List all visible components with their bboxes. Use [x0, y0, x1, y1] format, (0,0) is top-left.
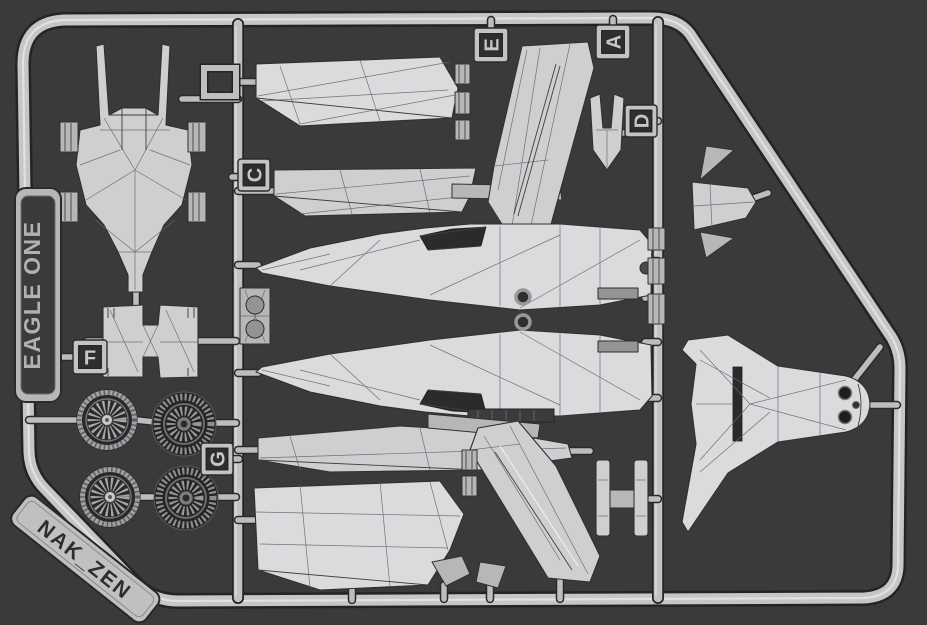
part-wing-panel-second [273, 167, 477, 217]
sprue-frame [15, 10, 908, 609]
part-wire-wheel-1 [76, 389, 138, 451]
tag-g-letter: G [208, 451, 230, 467]
part-hook-rings [514, 288, 532, 331]
part-wing-panel-bottom [253, 480, 465, 591]
tag-c-letter: C [245, 168, 267, 182]
part-twin-prong [589, 93, 625, 171]
fin-lower-stubs [461, 449, 478, 497]
fuselage-lower-detail [261, 331, 641, 423]
tag-e: E [473, 27, 509, 63]
part-fuselage-lower [255, 329, 653, 423]
fighter-side-stubs [59, 121, 207, 223]
part-radial-wheel-1 [151, 391, 217, 457]
part-wing-panel-upper [255, 56, 459, 127]
h-bracket-facets [103, 308, 198, 376]
tag-a: A [595, 24, 631, 60]
tag-d: D [624, 104, 658, 138]
part-nose-cone [691, 145, 757, 259]
part-shuttle-body [681, 334, 871, 533]
tag-c: C [237, 158, 271, 192]
part-tail-fin-lower [427, 413, 601, 583]
part-square-ring [199, 63, 241, 101]
tag-e-letter: E [482, 38, 504, 51]
part-fuselage-upper [255, 223, 653, 311]
part-small-wedges [431, 555, 507, 589]
tag-g: G [200, 442, 234, 476]
part-fighter-hull [59, 43, 207, 293]
tag-a-letter: A [604, 35, 626, 49]
tag-f: F [72, 339, 108, 375]
runner-left [232, 18, 244, 604]
tag-f-letter: F [84, 348, 96, 370]
part-engine-block [239, 287, 271, 345]
shuttle-detail [696, 349, 862, 473]
part-wire-wheel-2 [79, 466, 141, 528]
fin-ribbed-stubs [454, 63, 471, 141]
part-tail-fin-upper [451, 41, 595, 235]
side-plate: EAGLE ONE [14, 187, 62, 403]
part-h-bracket [102, 304, 199, 379]
part-twin-boom-bracket [595, 459, 649, 537]
fighter-facets [79, 108, 191, 290]
runner-ribbed-stubs [647, 227, 666, 325]
fuselage-upper-detail [261, 224, 653, 309]
side-plate-text: EAGLE ONE [19, 221, 45, 370]
tag-d-letter: D [632, 114, 654, 128]
part-radial-wheel-2 [153, 465, 219, 531]
